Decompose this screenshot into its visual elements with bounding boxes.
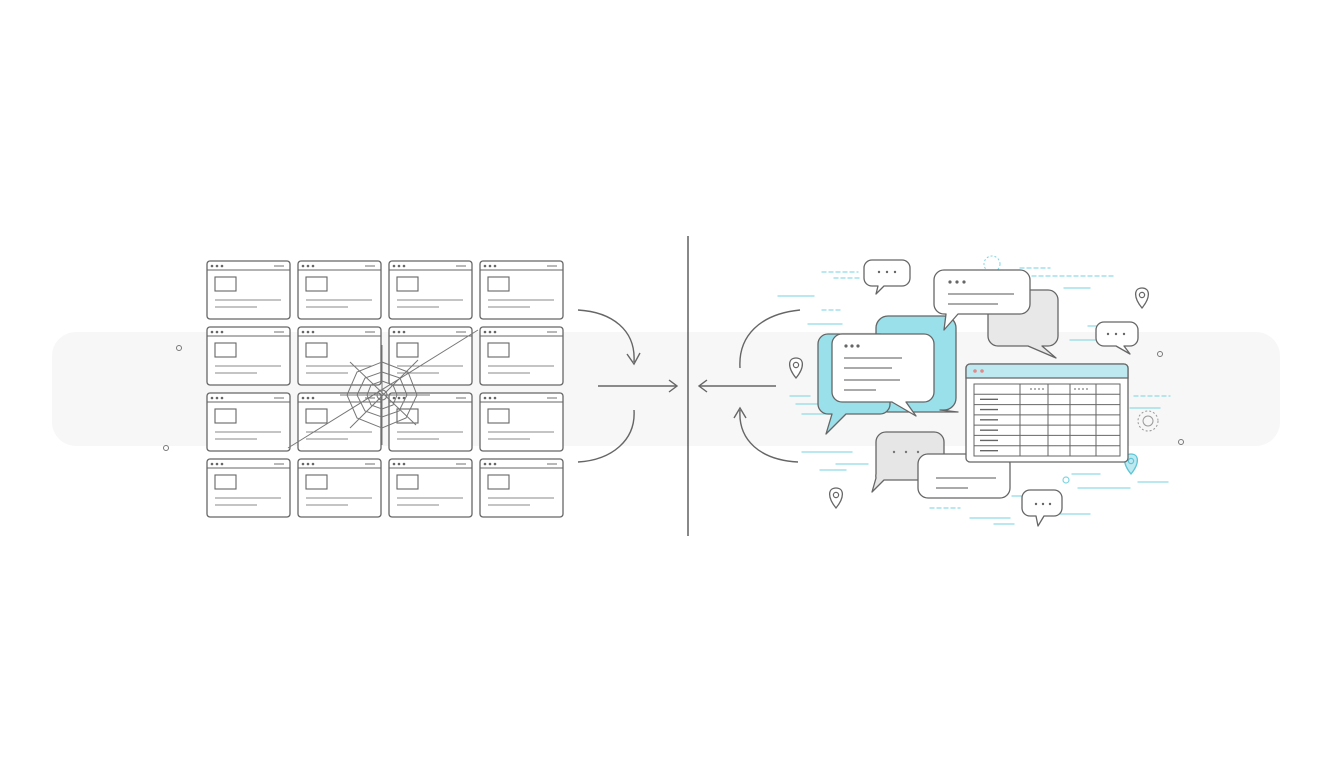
browser-window-icon [297, 392, 382, 452]
browser-window-icon [297, 260, 382, 320]
browser-window-icon [388, 458, 473, 518]
cycle-arrow-left-icon [697, 309, 801, 463]
browser-window-icon [388, 326, 473, 386]
chat-bubble-icon [1095, 321, 1139, 355]
chat-bubble-icon [933, 269, 1031, 331]
browser-card-grid [206, 260, 564, 518]
browser-window-icon [388, 260, 473, 320]
decor-dot [1178, 439, 1184, 445]
chat-bubble-icon [863, 259, 911, 295]
browser-window-icon [479, 392, 564, 452]
target-circle-icon [1142, 415, 1154, 427]
browser-window-icon [297, 458, 382, 518]
browser-window-icon [206, 326, 291, 386]
browser-window-icon [479, 326, 564, 386]
decor-dot [163, 445, 169, 451]
location-pin-icon [788, 357, 804, 380]
browser-window-icon [206, 392, 291, 452]
location-pins [788, 287, 1150, 510]
decor-dot [176, 345, 182, 351]
chat-bubble-cluster [817, 259, 1139, 527]
decor-dot [1062, 476, 1070, 484]
spider-web-icon [287, 329, 479, 449]
spreadsheet-window-icon [965, 363, 1129, 463]
browser-window-icon [388, 392, 473, 452]
chat-bubble-icon [1021, 489, 1063, 527]
decor-dot [1157, 351, 1163, 357]
browser-window-icon [479, 458, 564, 518]
location-pin-icon [1134, 287, 1150, 310]
cycle-arrow-right-icon [577, 309, 679, 463]
browser-window-icon [206, 458, 291, 518]
browser-window-icon [206, 260, 291, 320]
target-circle-icon [1137, 410, 1159, 432]
location-pin-icon [828, 487, 844, 510]
spreadsheet-grid [973, 383, 1121, 457]
browser-window-icon [479, 260, 564, 320]
chat-bubble-icon [831, 333, 935, 417]
